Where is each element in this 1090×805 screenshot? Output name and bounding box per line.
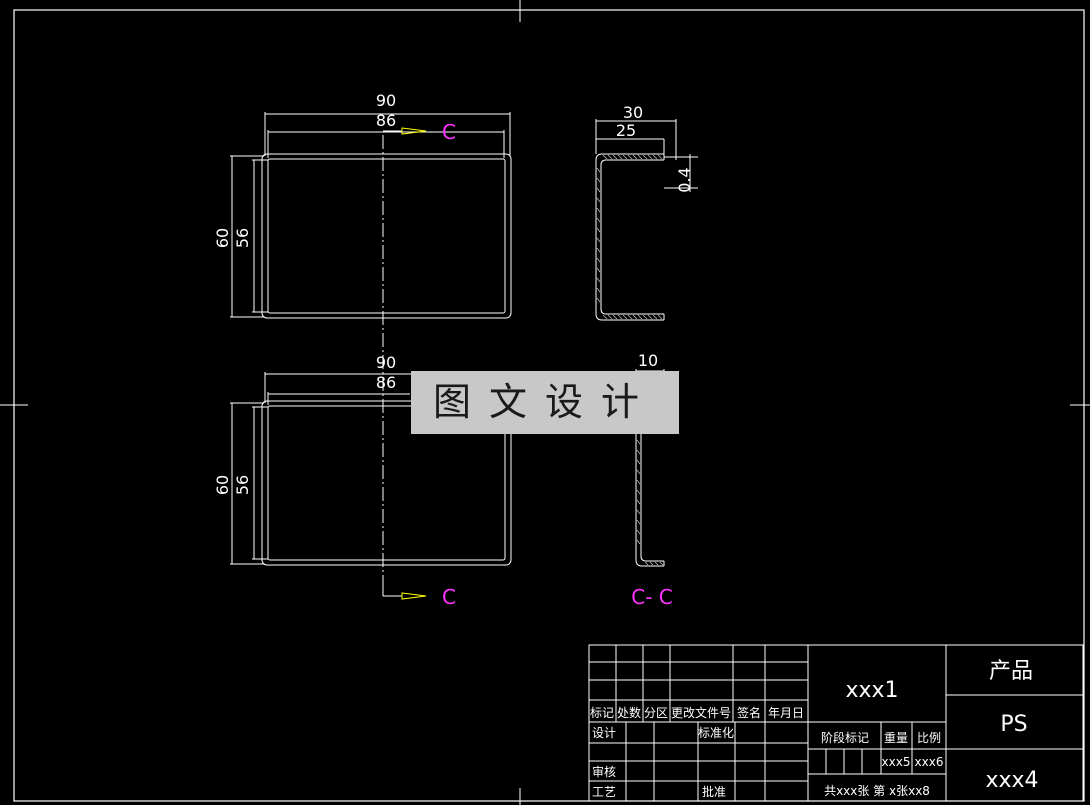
bottom-view-dim-56: 56 [233, 475, 252, 495]
design-label: 设计 [592, 726, 616, 740]
material-value: PS [1000, 712, 1027, 737]
header-count: 处数 [617, 705, 641, 720]
section-label-top: C [442, 120, 456, 144]
sheet-info: 共xxx张 第 x张xx8 [824, 784, 930, 798]
bottom-view-dim-90: 90 [376, 353, 396, 372]
bottom-view-dim-60: 60 [213, 475, 232, 495]
section-label-bottom: C [442, 585, 456, 609]
top-view-dim-86: 86 [376, 111, 396, 130]
header-signature: 签名 [737, 705, 761, 720]
review-label: 审核 [592, 764, 616, 779]
approve-label: 批准 [702, 784, 726, 799]
side-view-dim-0.4: 0.4 [675, 167, 694, 192]
side-view-dim-25: 25 [616, 121, 636, 140]
process-label: 工艺 [592, 785, 616, 799]
section-arrow-top [383, 127, 427, 135]
drawing-number: xxx4 [985, 768, 1038, 793]
standardize-label: 标准化 [698, 726, 734, 740]
scale-label: 比例 [917, 731, 941, 745]
section-view-title: C- C [631, 585, 673, 609]
header-date: 年月日 [768, 706, 804, 720]
top-view-dim-56: 56 [233, 228, 252, 248]
header-zone: 分区 [644, 706, 668, 720]
title-block [588, 644, 1084, 802]
top-view-dim-90: 90 [376, 91, 396, 110]
weight-label: 重量 [884, 731, 908, 745]
side-view [595, 119, 698, 321]
header-change-doc: 更改文件号 [671, 705, 731, 720]
side-view-dim-30: 30 [623, 103, 643, 122]
top-view-dim-60: 60 [213, 228, 232, 248]
side-view-hatch [596, 154, 663, 320]
bottom-view [230, 372, 512, 566]
weight-value: xxx5 [882, 755, 911, 769]
section-arrow-bottom [382, 578, 427, 600]
bottom-view-dim-86: 86 [376, 373, 396, 392]
product-label: 产品 [989, 659, 1033, 684]
watermark-banner: 图文设计 [411, 371, 679, 434]
section-view-dim-10: 10 [638, 351, 658, 370]
drawing-name: xxx1 [845, 678, 898, 703]
stage-label: 阶段标记 [821, 730, 869, 745]
top-view [230, 112, 512, 319]
scale-value: xxx6 [915, 755, 944, 769]
header-mark: 标记 [590, 706, 614, 720]
section-view-hatch [636, 439, 664, 566]
